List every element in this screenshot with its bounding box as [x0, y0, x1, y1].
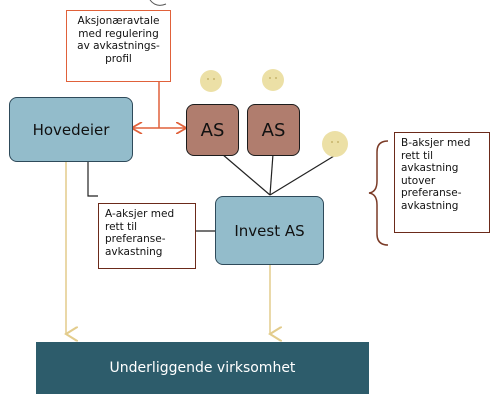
- base-box: Underliggende virksomhet: [36, 342, 369, 394]
- shareholder-icon-3: [322, 131, 348, 157]
- top-stroke: [149, 0, 167, 6]
- invest-box: Invest AS: [215, 196, 324, 265]
- as2-to-invest: [269, 153, 274, 196]
- owner-to-a-shares: [87, 161, 98, 197]
- owner-box: Hovedeier: [9, 97, 133, 162]
- as1-to-invest: [221, 153, 271, 196]
- as-box-2-label: AS: [261, 119, 286, 141]
- invest-label: Invest AS: [234, 221, 305, 240]
- owner-label: Hovedeier: [32, 120, 110, 139]
- b-shares-text: B-aksjer med rett til avkastning utover …: [401, 137, 471, 212]
- as-box-2: AS: [247, 104, 300, 156]
- a-shares-text: A-aksjer med rett til preferanse-avkastn…: [105, 208, 175, 258]
- smiley-to-invest: [269, 155, 335, 196]
- as-box-1-label: AS: [200, 119, 225, 141]
- b-shares-brace: [368, 140, 389, 246]
- agreement-note: Aksjonæravtale med regulering av avkastn…: [66, 10, 171, 82]
- shareholder-icon-1: [200, 70, 222, 92]
- base-label: Underliggende virksomhet: [109, 360, 296, 376]
- a-shares-note: A-aksjer med rett til preferanse-avkastn…: [98, 203, 196, 269]
- as-box-1: AS: [186, 104, 239, 156]
- agreement-text: Aksjonæravtale med regulering av avkastn…: [77, 15, 160, 65]
- shareholder-icon-2: [262, 69, 284, 91]
- b-shares-note: B-aksjer med rett til avkastning utover …: [394, 132, 490, 233]
